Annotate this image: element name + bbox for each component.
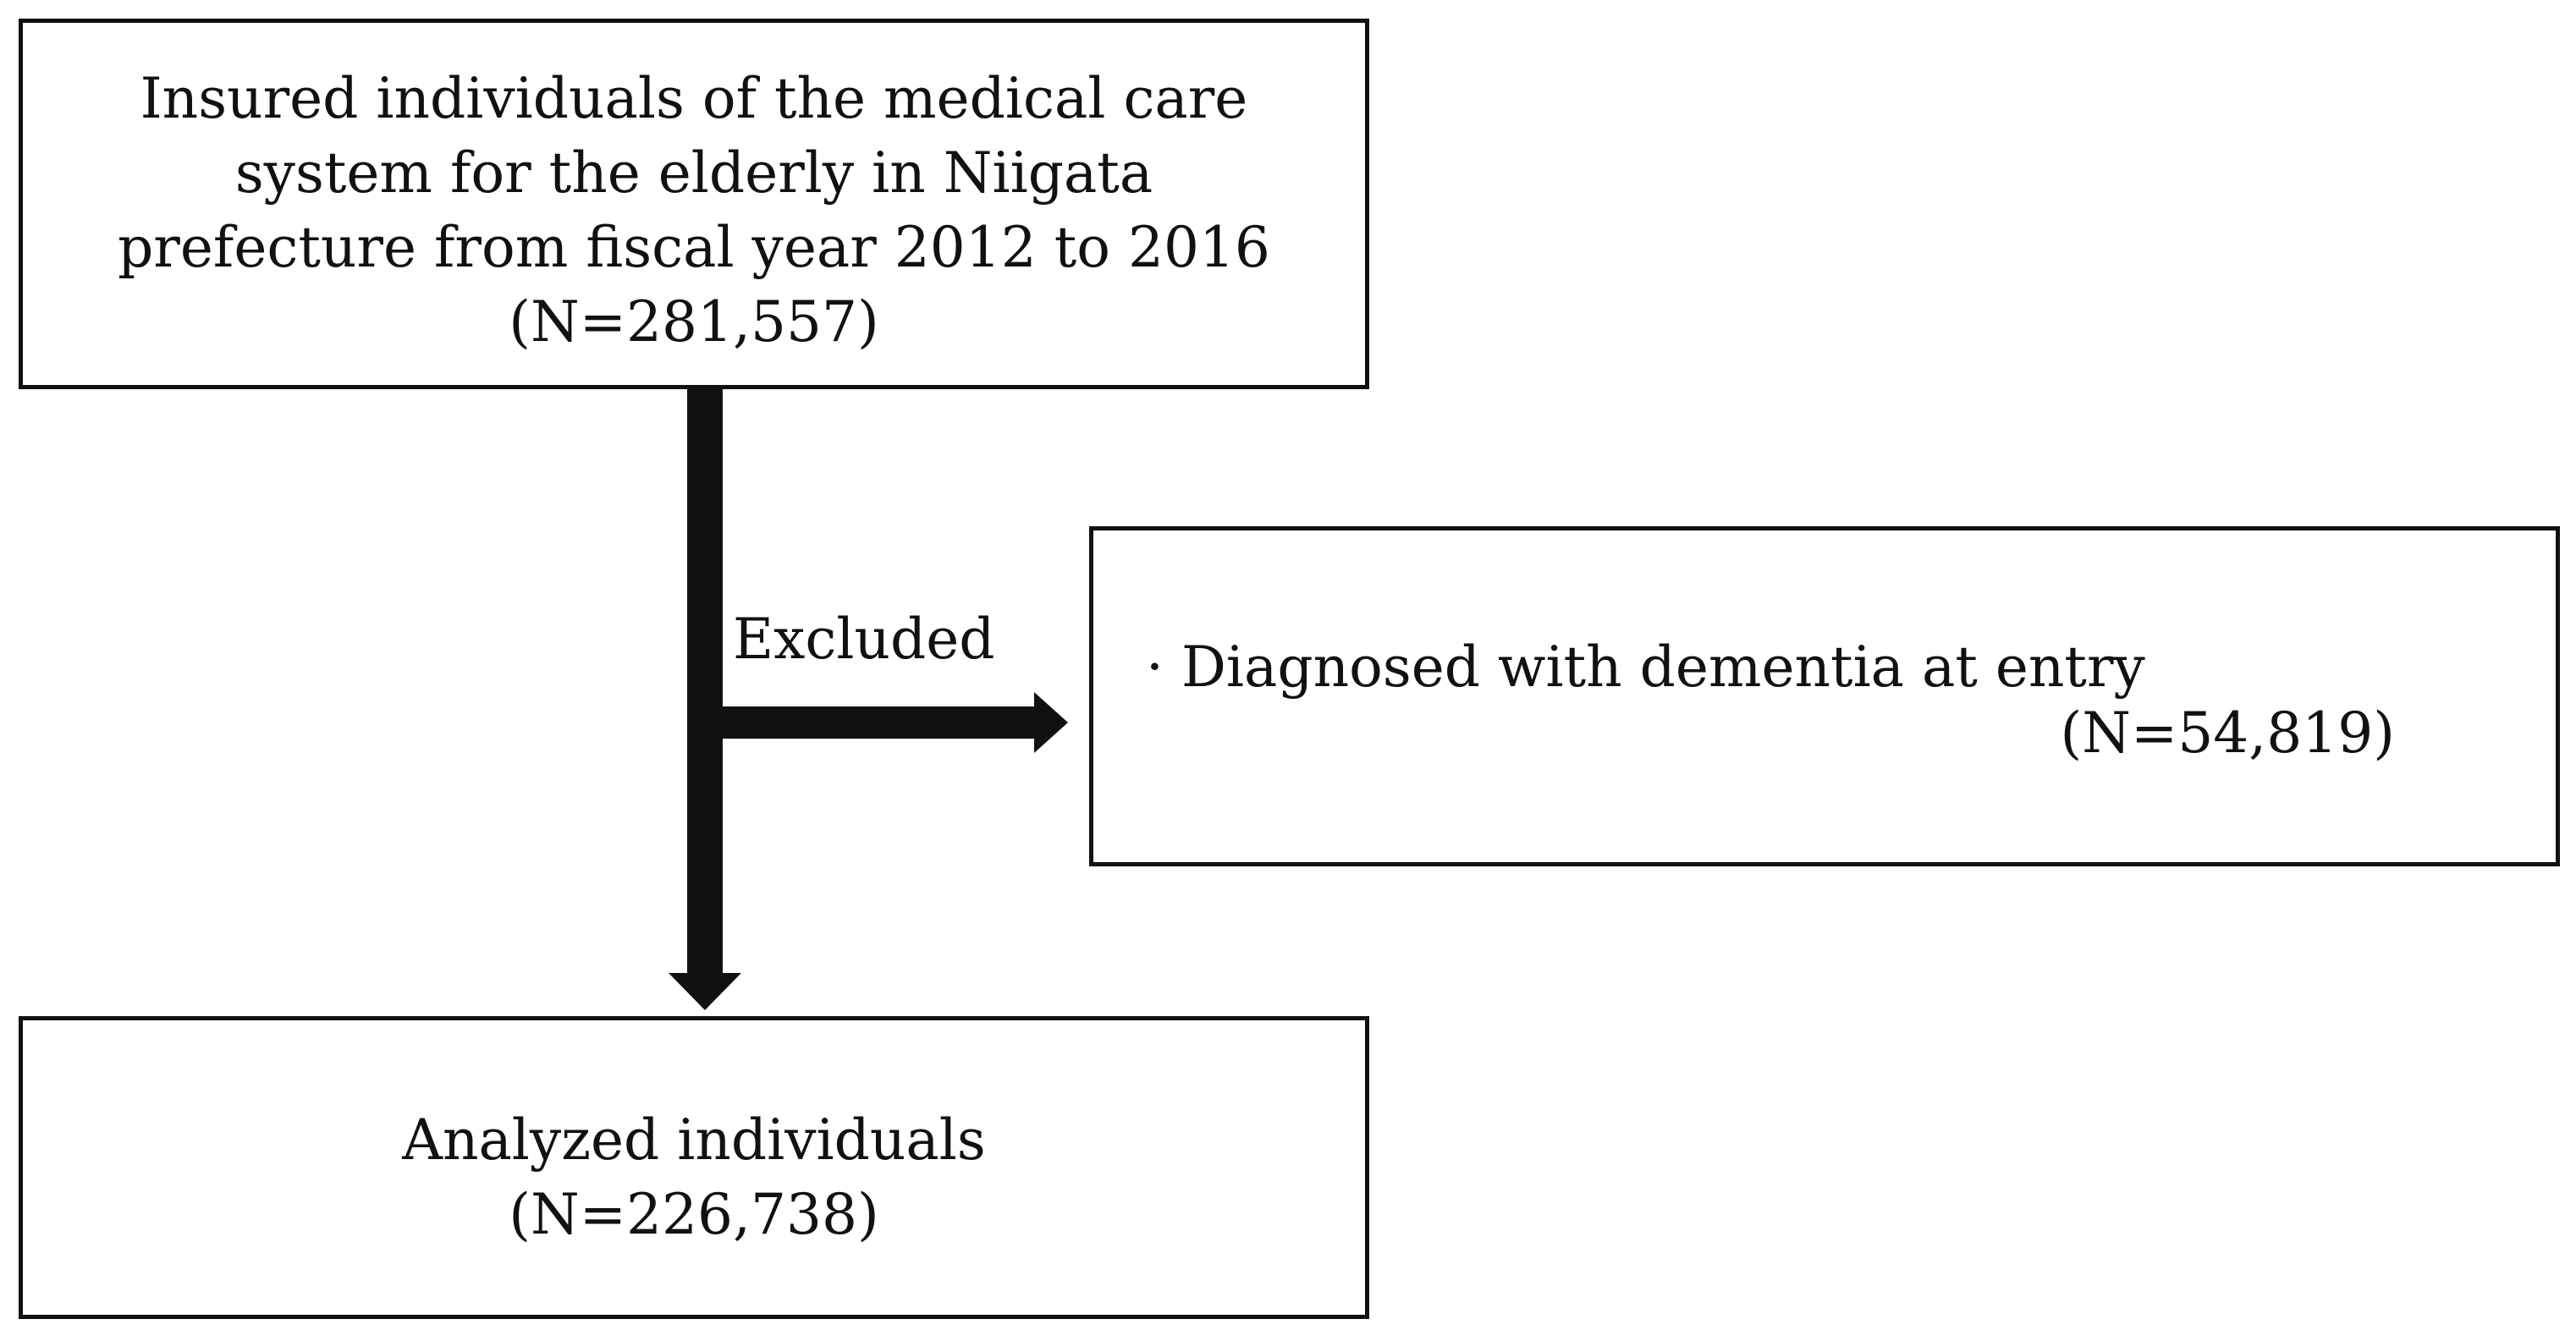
analyzed-count: (N=226,738): [509, 1182, 879, 1247]
population-box: Insured individuals of the medical care …: [19, 19, 1369, 389]
exclusion-criterion: · Diagnosed with dementia at entry: [1146, 635, 2145, 700]
analyzed-box: Analyzed individuals (N=226,738): [19, 1016, 1369, 1319]
excluded-count: (N=54,819): [2060, 701, 2395, 766]
population-line-1: Insured individuals of the medical care: [140, 66, 1248, 131]
analyzed-box-text: Analyzed individuals (N=226,738): [23, 1103, 1365, 1252]
population-line-3: prefecture from fiscal year 2012 to 2016: [118, 215, 1270, 280]
exclusion-line: [723, 706, 1036, 739]
main-flow-line: [687, 387, 723, 981]
excluded-box: · Diagnosed with dementia at entry (N=54…: [1089, 526, 2560, 866]
down-arrow-head: [669, 973, 741, 1010]
right-arrow-head: [1034, 692, 1068, 753]
analyzed-label: Analyzed individuals: [402, 1107, 986, 1173]
excluded-label: Excluded: [733, 607, 995, 672]
population-count: (N=281,557): [509, 289, 879, 354]
population-box-text: Insured individuals of the medical care …: [23, 62, 1365, 360]
population-line-2: system for the elderly in Niigata: [234, 140, 1153, 206]
